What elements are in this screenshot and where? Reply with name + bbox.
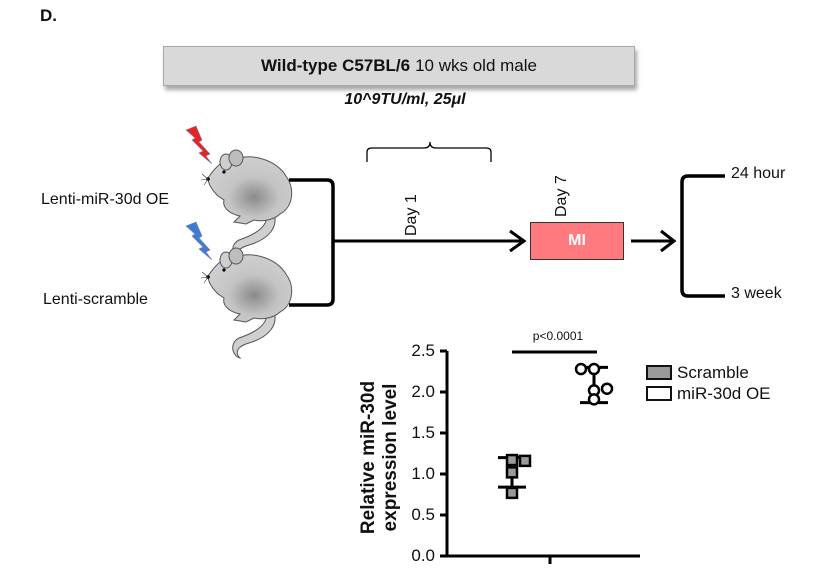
group-label-mir30d: Lenti-miR-30d OE: [41, 191, 170, 208]
legend-item-scramble: Scramble: [646, 362, 771, 383]
significance-label: p<0.0001: [532, 329, 584, 343]
legend-label: miR-30d OE: [677, 383, 771, 403]
dose-label: 10^9TU/ml, 25μl: [344, 91, 466, 108]
timeline-arrowhead: [509, 229, 527, 253]
strain-description: 10 wks old male: [415, 56, 537, 75]
data-point-mir30d-oe: [587, 362, 601, 376]
lightning-bolt-icon-red: [185, 125, 213, 165]
data-point-mir30d-oe: [587, 393, 601, 406]
y-tick-label: 1.5: [411, 423, 435, 442]
data-point-scramble: [505, 453, 519, 467]
y-tick-label: 2.5: [411, 341, 435, 360]
strain-name: Wild-type C57BL/6: [261, 56, 411, 75]
endpoint-24-hour: 24 hour: [731, 165, 786, 182]
data-point-mir30d-oe: [574, 362, 588, 376]
endpoint-bracket: [680, 174, 725, 298]
data-point-scramble: [505, 466, 519, 479]
post-mi-arrowhead: [660, 229, 677, 253]
y-tick-label: 2.0: [411, 382, 435, 401]
legend-item-mir30d-oe: miR-30d OE: [646, 383, 771, 404]
data-point-mir30d-oe: [600, 382, 614, 395]
y-tick-label: 0.0: [411, 546, 435, 565]
y-tick-label: 1.0: [411, 464, 435, 483]
mouse-icon: [200, 149, 293, 261]
endpoint-3-week: 3 week: [731, 285, 782, 302]
data-point-scramble: [518, 454, 532, 468]
lightning-bolt-icon-blue: [185, 221, 213, 261]
curly-brace: [366, 141, 492, 162]
panel-label: D.: [40, 6, 57, 25]
strain-header-box: Wild-type C57BL/6 10 wks old male: [163, 46, 635, 86]
group-label-scramble: Lenti-scramble: [43, 291, 148, 308]
legend-swatch-scramble: [646, 365, 672, 380]
chart-legend: Scramble miR-30d OE: [646, 362, 771, 404]
mi-procedure-box: MI: [530, 222, 624, 260]
legend-label: Scramble: [677, 362, 749, 382]
data-point-scramble: [505, 486, 519, 500]
legend-swatch-mir30d-oe: [646, 386, 672, 401]
mouse-icon: [200, 247, 293, 359]
y-tick-label: 0.5: [411, 505, 435, 524]
